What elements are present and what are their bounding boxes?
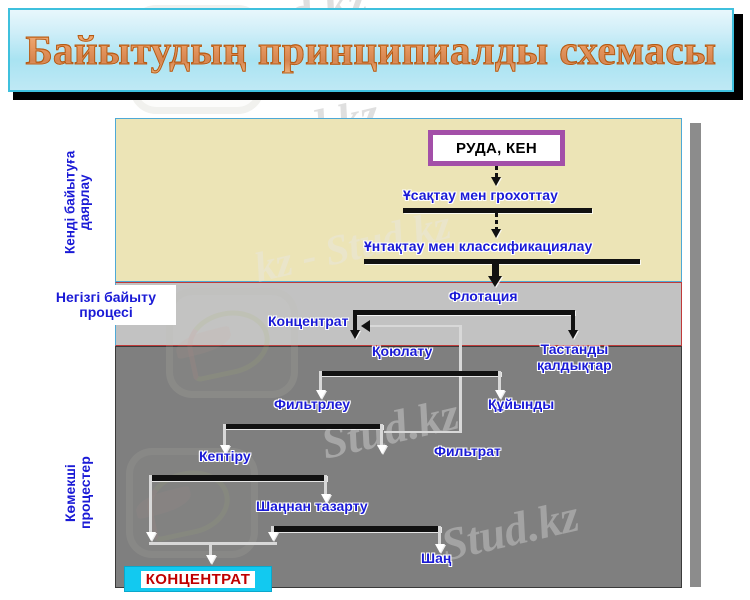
connector-grinding-to-flotation [492,259,499,279]
arrow-crushing-to-grinding [491,229,501,238]
connector-flotation-right [571,310,575,332]
connector-dedusting-left [271,526,274,536]
band-label-main-process: Негізгі байыту процесі [36,285,176,325]
node-drying[interactable]: Кептіру [199,448,251,464]
node-filtrate[interactable]: Фильтрат [434,443,501,459]
node-ore-label: РУДА, КЕН [456,139,537,157]
band-label-preparation: Кенді байытуға даярлау [50,124,106,280]
node-thickening[interactable]: Қоюлату [372,343,433,359]
arrow-dedusting-to-final [268,532,278,541]
connector-ore-to-crushing [495,166,498,179]
bar-thickening [319,371,501,376]
connector-thickening-right [498,371,501,393]
arrow-thickening-to-overflow [495,390,505,399]
arrow-flotation-to-tailings [568,330,578,339]
node-flotation[interactable]: Флотация [449,288,518,304]
node-grinding[interactable]: Ұнтақтау мен классификациялау [364,238,593,254]
node-dust[interactable]: Шаң [421,550,452,566]
arrow-drying-to-dedusting [321,494,331,503]
bar-filtration [223,424,383,429]
arrow-grinding-to-flotation [488,276,502,287]
node-dedusting[interactable]: Шаңнан тазарту [256,498,368,514]
right-scroll-bar[interactable] [690,123,701,587]
arrow-drying-to-final [146,532,156,541]
bar-crushing [403,208,592,213]
connector-dedusting-right [438,526,441,548]
connector-drying-left [149,475,152,535]
connector-thickening-left [319,371,322,393]
arrow-merge-to-final [206,555,216,564]
connector-flotation-left [353,310,357,332]
node-filtration[interactable]: Фильтрлеу [274,396,350,412]
arrow-ore-to-crushing [491,177,501,186]
page-title: Байытудың принципиалды схемасы [25,27,717,74]
bar-grinding [364,259,640,264]
recycle-line-bottom [384,431,462,433]
bar-dedusting [271,526,441,532]
recycle-line-horizontal [369,325,461,327]
node-crushing[interactable]: Ұсақтау мен грохоттау [403,187,558,203]
band-label-auxiliary: Көмекші процестер [50,418,106,568]
arrow-filtration-to-filtrate [377,445,387,454]
arrow-dedusting-to-dust [435,544,445,553]
connector-filtration-right [380,424,383,448]
arrow-filtration-to-drying [220,445,230,454]
merge-line-to-final [149,542,277,545]
bar-flotation [353,310,575,315]
node-final-concentrate-label: КОНЦЕНТРАТ [140,570,256,588]
band-auxiliary [115,346,682,588]
merge-drop-to-final [209,542,212,558]
process-flow-diagram: kz - Stud.kz Stud.kz Stud.kz Кенді байыт… [36,118,682,592]
node-ore[interactable]: РУДА, КЕН [428,130,565,166]
node-final-concentrate[interactable]: КОНЦЕНТРАТ [124,566,272,592]
band-preparation [115,118,682,282]
recycle-line-vertical [459,325,462,433]
connector-drying-right [324,475,327,497]
connector-crushing-to-grinding [495,213,498,230]
bar-drying [149,475,327,481]
connector-filtration-left [223,424,226,448]
node-concentrate[interactable]: Концентрат [268,313,349,329]
arrow-recycle-left [361,320,370,332]
arrow-thickening-to-filtration [316,390,326,399]
arrow-flotation-to-concentrate [350,330,360,339]
node-overflow[interactable]: Құйынды [488,396,555,412]
slide-title-box: Байытудың принципиалды схемасы [8,8,734,92]
node-tailings[interactable]: Тастанды қалдықтар [537,341,612,373]
